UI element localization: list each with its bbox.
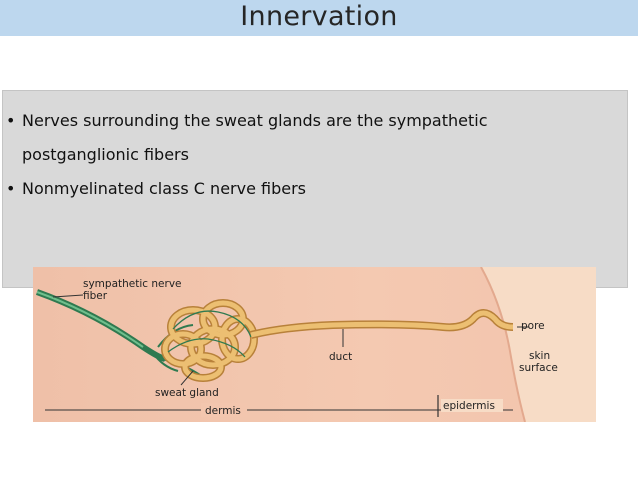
- label-nerve-fiber-1: sympathetic nerve: [83, 278, 182, 290]
- bullet-text-1: Nerves surrounding the sweat glands are …: [22, 111, 488, 164]
- label-skin-surface-2: surface: [519, 362, 558, 374]
- epidermis-layer: [481, 267, 596, 422]
- sweat-gland-illustration: sympathetic nerve fiber sweat gland duct…: [33, 267, 596, 422]
- slide-title: Innervation: [240, 1, 398, 32]
- bullet-item-2: • Nonmyelinated class C nerve fibers: [6, 172, 606, 206]
- label-nerve-fiber-2: fiber: [83, 290, 108, 302]
- label-pore: pore: [521, 320, 545, 332]
- bullet-item-1: • Nerves surrounding the sweat glands ar…: [6, 104, 606, 172]
- title-bar: [0, 0, 638, 36]
- label-duct: duct: [329, 351, 352, 363]
- bullet-dot: •: [6, 111, 16, 130]
- label-skin-surface-1: skin: [529, 350, 550, 362]
- bullet-list: • Nerves surrounding the sweat glands ar…: [6, 104, 606, 206]
- label-epidermis: epidermis: [443, 400, 495, 412]
- bullet-dot: •: [6, 179, 16, 198]
- label-dermis: dermis: [205, 405, 241, 417]
- bullet-text-2: Nonmyelinated class C nerve fibers: [22, 179, 307, 198]
- label-sweat-gland: sweat gland: [155, 387, 219, 399]
- bullet-box: [2, 90, 628, 288]
- sweat-gland-coil: [162, 300, 257, 381]
